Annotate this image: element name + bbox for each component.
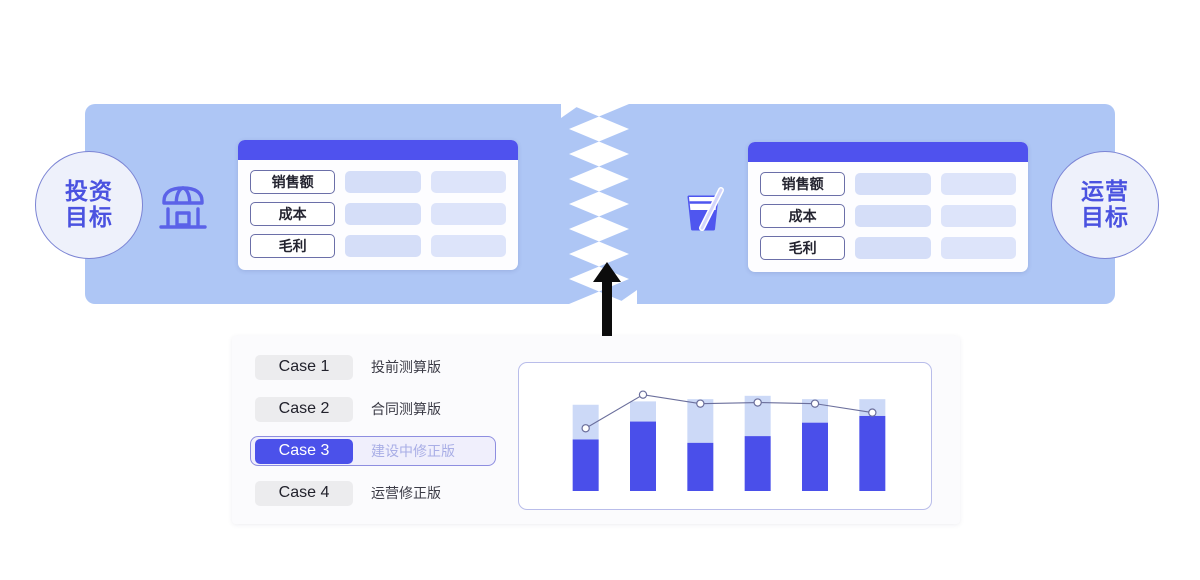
forecast-chart-card [518,362,932,510]
operation-metrics-card: 销售额 成本 毛利 [748,142,1028,272]
metric-value-cell [345,203,421,225]
case-description: 建设中修正版 [371,444,455,460]
metric-value-cell [855,237,931,259]
metric-label-sales: 销售额 [250,170,336,194]
torn-paper-zigzag-icon [561,104,637,304]
card-header-bar [238,140,518,160]
card-body: 销售额 成本 毛利 [238,160,518,270]
operation-goal-badge: 运营 目标 [1051,151,1159,259]
trend-line-marker [581,424,590,433]
bar-segment-lower [687,442,714,491]
operation-goal-line1: 运营 [1081,179,1129,205]
investment-goal-line1: 投资 [65,179,113,205]
metric-label-gross-profit: 毛利 [760,236,846,260]
bar-segment-upper [630,401,656,422]
trend-line-marker [638,390,648,399]
metric-value-cell [940,173,1016,195]
case-row-4[interactable]: Case 4 运营修正版 [250,478,496,508]
metric-value-cell [855,205,931,227]
metric-row: 销售额 [760,172,1016,196]
trend-line-marker [868,408,877,417]
case-description: 投前测算版 [371,360,441,376]
metric-value-cell [940,237,1016,259]
investment-metrics-card: 销售额 成本 毛利 [238,140,518,270]
metric-value-cell [430,203,506,225]
metric-row: 毛利 [250,234,506,258]
metric-value-cell [345,235,421,257]
metric-value-cell [940,205,1016,227]
metric-value-cell [345,171,421,193]
bar-segment-lower [572,439,599,491]
bar-segment-lower [744,436,771,491]
trend-line-marker [810,399,820,408]
metric-value-cell [430,235,506,257]
bar-segment-lower [859,415,886,491]
metric-label-cost: 成本 [250,202,336,226]
trend-line [585,394,873,429]
case-description: 运营修正版 [371,486,441,502]
trend-line-marker [696,399,705,408]
metric-row: 销售额 [250,170,506,194]
metric-label-cost: 成本 [760,204,846,228]
investment-goal-line2: 目标 [65,205,113,231]
case-row-3-selected[interactable]: Case 3 建设中修正版 [250,436,496,466]
stacked-bar-line-chart [572,390,886,491]
card-header-bar [748,142,1028,162]
case-list: Case 1 投前测算版 Case 2 合同测算版 Case 3 建设中修正版 … [250,352,496,508]
metric-label-gross-profit: 毛利 [250,234,336,258]
storefront-icon [152,177,214,239]
case-name-badge[interactable]: Case 3 [255,438,353,464]
metric-label-sales: 销售额 [760,172,846,196]
bar-segment-lower [802,422,828,491]
card-body: 销售额 成本 毛利 [748,162,1028,272]
case-row-1[interactable]: Case 1 投前测算版 [250,352,496,382]
trend-line-marker [753,398,762,407]
metric-row: 成本 [760,204,1016,228]
metric-row: 毛利 [760,236,1016,260]
case-row-2[interactable]: Case 2 合同测算版 [250,394,496,424]
bar-segment-lower [630,421,656,491]
case-description: 合同测算版 [371,402,441,418]
case-name-badge[interactable]: Case 1 [255,354,353,380]
case-name-badge[interactable]: Case 2 [255,396,353,422]
up-arrow-icon [592,262,622,346]
investment-goal-badge: 投资 目标 [35,151,143,259]
case-name-badge[interactable]: Case 4 [255,480,353,506]
metric-value-cell [430,171,506,193]
operation-goal-line2: 目标 [1081,205,1129,231]
metric-value-cell [855,173,931,195]
metric-row: 成本 [250,202,506,226]
drink-cup-icon [672,178,734,240]
bar-segment-upper [572,404,599,440]
